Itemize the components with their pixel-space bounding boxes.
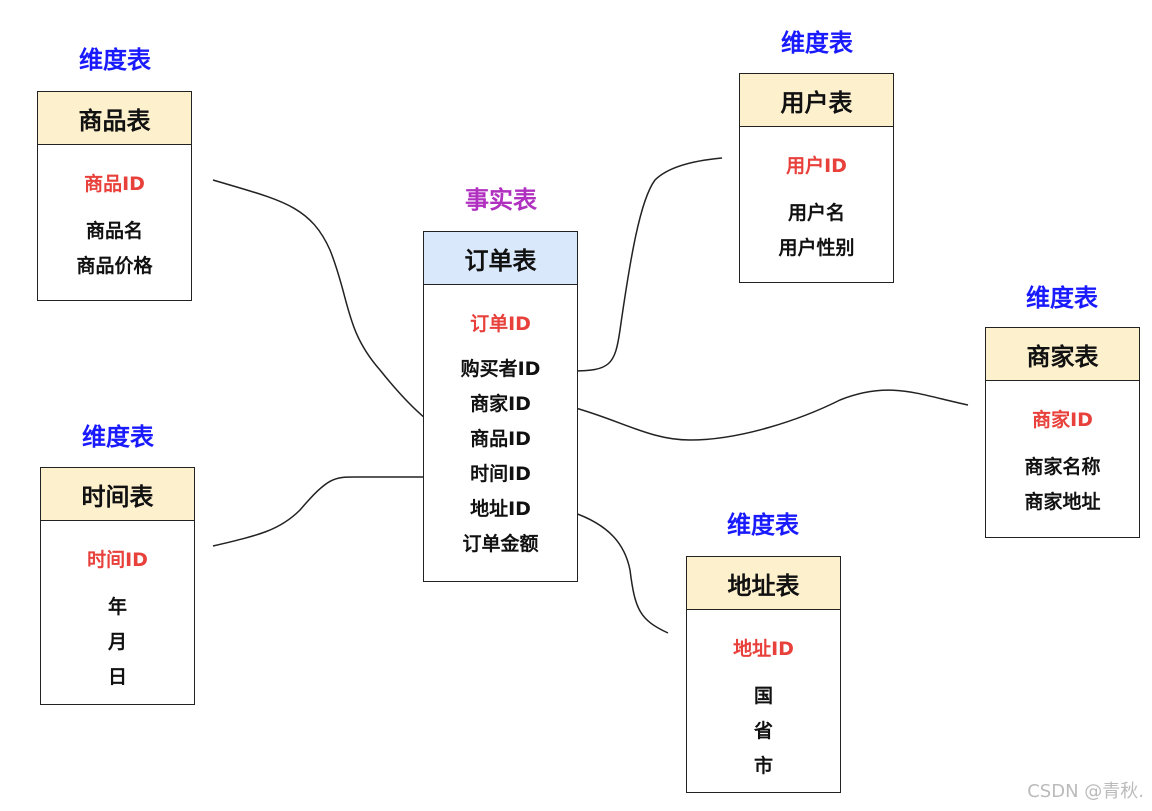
field: 国 — [753, 685, 773, 707]
dimension-label-address: 维度表 — [727, 511, 799, 539]
table-title: 订单表 — [424, 232, 577, 285]
field: 商品ID — [470, 428, 531, 450]
field: 商家地址 — [1024, 491, 1101, 513]
field: 地址ID — [470, 498, 531, 520]
field: 商品名 — [85, 220, 143, 242]
field: 市 — [753, 755, 773, 777]
merchant-table: 商家表 商家ID 商家名称 商家地址 — [985, 327, 1140, 538]
primary-key: 订单ID — [470, 313, 531, 335]
field: 时间ID — [470, 463, 531, 485]
link-time — [212, 476, 460, 547]
link-user — [571, 157, 723, 372]
table-title: 时间表 — [41, 468, 194, 521]
order-table: 订单表 订单ID 购买者ID 商家ID 商品ID 时间ID 地址ID 订单金额 — [423, 231, 578, 582]
field: 商品价格 — [76, 255, 153, 277]
time-table: 时间表 时间ID 年 月 日 — [40, 467, 195, 705]
field: 月 — [107, 631, 127, 653]
link-address — [571, 511, 669, 634]
primary-key: 商品ID — [84, 173, 145, 195]
link-merchant — [571, 389, 969, 441]
field: 用户性别 — [778, 237, 855, 259]
field: 商家ID — [470, 393, 531, 415]
dimension-label-user: 维度表 — [781, 29, 853, 57]
field: 购买者ID — [460, 358, 541, 380]
field: 日 — [107, 666, 127, 688]
table-title: 商品表 — [38, 92, 191, 145]
primary-key: 用户ID — [786, 155, 847, 177]
dimension-label-merchant: 维度表 — [1026, 284, 1098, 312]
user-table: 用户表 用户ID 用户名 用户性别 — [739, 73, 894, 283]
field: 年 — [107, 596, 127, 618]
table-title: 商家表 — [986, 328, 1139, 381]
dimension-label-product: 维度表 — [79, 46, 151, 74]
table-title: 地址表 — [687, 557, 840, 610]
field: 省 — [753, 720, 773, 742]
watermark: CSDN @青秋. — [1027, 781, 1144, 802]
fact-label: 事实表 — [465, 186, 537, 214]
dimension-label-time: 维度表 — [82, 423, 154, 451]
field: 用户名 — [787, 202, 845, 224]
primary-key: 时间ID — [87, 549, 148, 571]
field: 订单金额 — [462, 533, 539, 555]
address-table: 地址表 地址ID 国 省 市 — [686, 556, 841, 793]
product-table: 商品表 商品ID 商品名 商品价格 — [37, 91, 192, 301]
primary-key: 地址ID — [733, 638, 794, 660]
primary-key: 商家ID — [1032, 409, 1093, 431]
field: 商家名称 — [1024, 456, 1101, 478]
table-title: 用户表 — [740, 74, 893, 127]
